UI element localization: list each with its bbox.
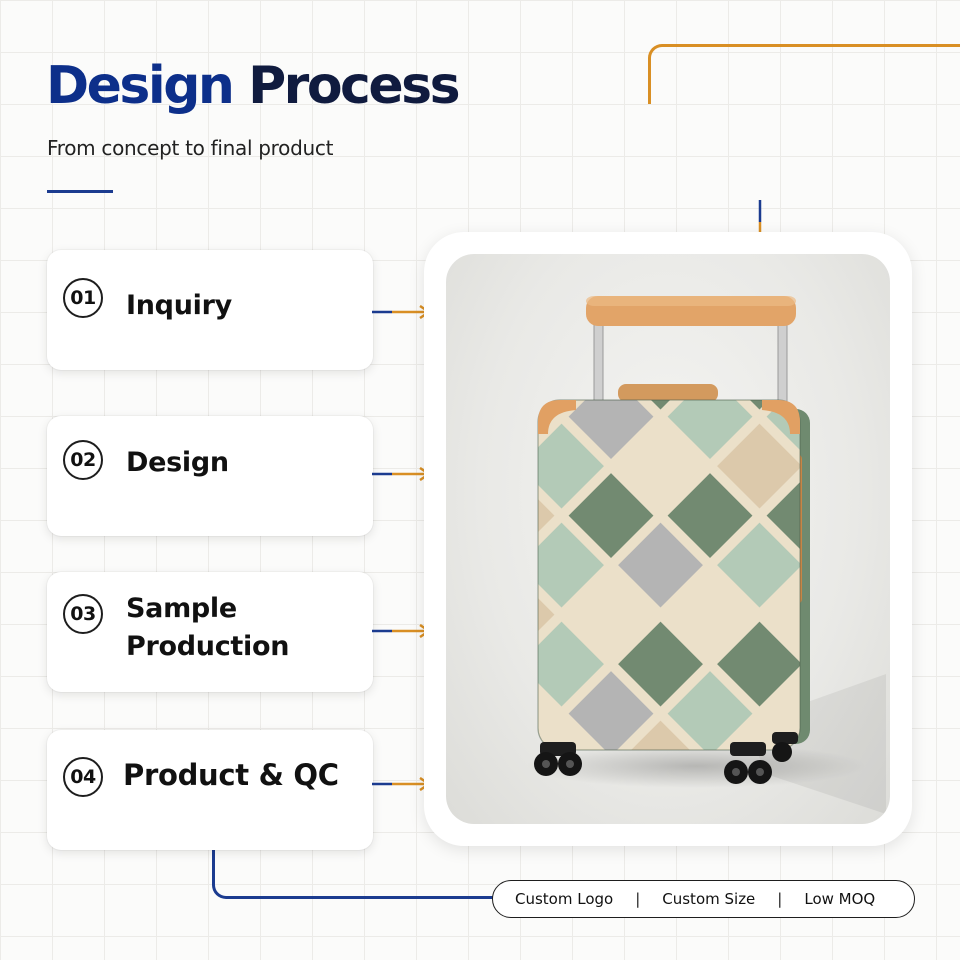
title-word-process: Process: [248, 56, 460, 116]
decorative-blue-line: [212, 845, 494, 899]
product-image: [446, 254, 890, 824]
tag-low-moq: Low MOQ: [804, 890, 876, 908]
step-card-inquiry: 01 Inquiry: [47, 250, 373, 370]
step-label: Inquiry: [126, 290, 232, 321]
step-card-design: 02 Design: [47, 416, 373, 536]
title-word-design: Design: [46, 56, 235, 116]
step-number-badge: 04: [63, 757, 103, 797]
page-title: Design Process: [46, 60, 461, 112]
tag-custom-size: Custom Size: [662, 890, 756, 908]
step-label: Design: [126, 447, 229, 478]
step-number-badge: 03: [63, 594, 103, 634]
title-underline: [47, 190, 113, 193]
step-card-product-qc: 04 Product & QC: [47, 730, 373, 850]
step-number-badge: 02: [63, 440, 103, 480]
feature-tags-pill: Custom Logo | Custom Size | Low MOQ: [492, 880, 915, 918]
step-label: Product & QC: [123, 758, 339, 792]
tag-separator: |: [635, 890, 641, 908]
tag-custom-logo: Custom Logo: [515, 890, 614, 908]
tag-separator: |: [777, 890, 783, 908]
suitcase-image: [526, 296, 886, 814]
page-subtitle: From concept to final product: [47, 136, 334, 160]
decorative-orange-line: [648, 44, 960, 104]
product-image-frame: [424, 232, 912, 846]
step-number-badge: 01: [63, 278, 103, 318]
